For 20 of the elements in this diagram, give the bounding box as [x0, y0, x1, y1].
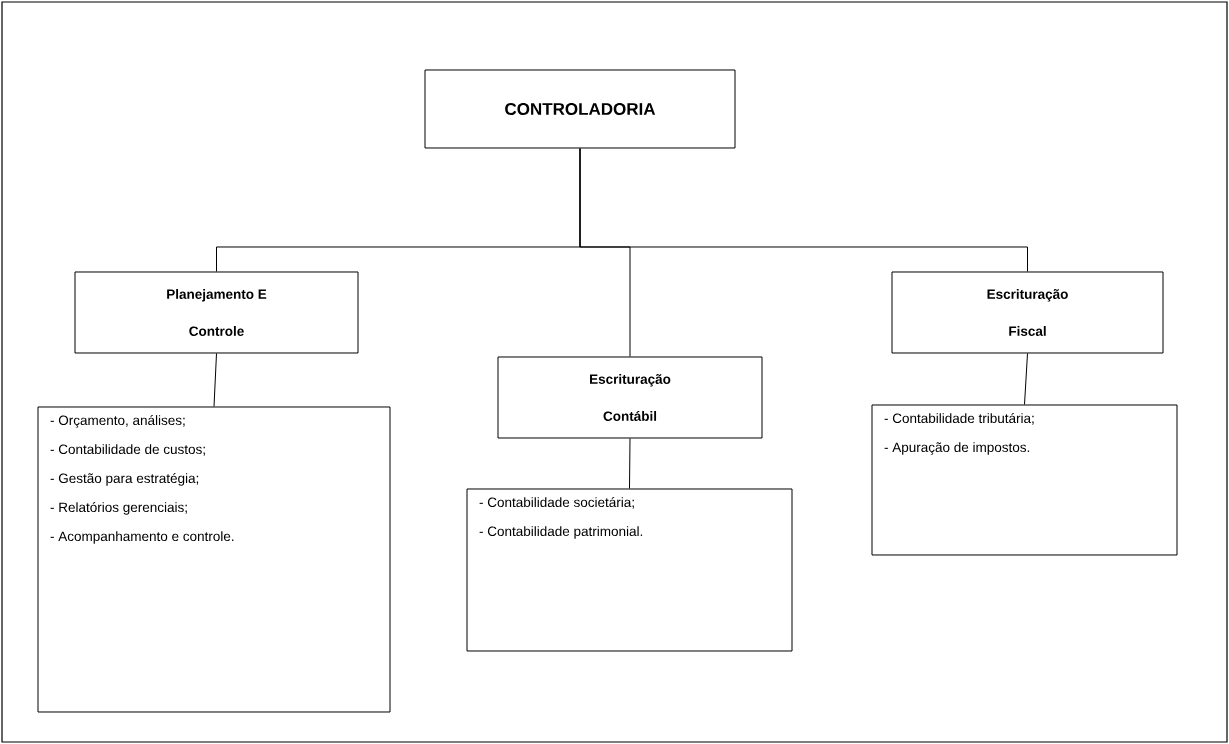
- list-item: - Relatórios gerenciais;: [50, 502, 187, 515]
- connector-line: [1024, 353, 1028, 405]
- list-item: - Contabilidade de custos;: [50, 444, 205, 456]
- list-item: - Contabilidade patrimonial.: [479, 526, 643, 539]
- list-item: - Apuração de impostos.: [884, 442, 1030, 455]
- list-item: - Orçamento, análises;: [50, 415, 185, 428]
- department-box: Escrituração Fiscal: [891, 271, 1164, 354]
- connector-line: [579, 148, 1028, 272]
- list-item: - Acompanhamento e controle.: [50, 531, 234, 544]
- connector-line: [629, 438, 631, 489]
- list-box: [871, 404, 1178, 556]
- connector-line: [213, 353, 217, 407]
- list-box: [466, 488, 793, 652]
- list-item: - Contabilidade tributária;: [884, 413, 1034, 425]
- title-box: CONTROLADORIA: [424, 69, 736, 149]
- department-box: Escrituração Contábil: [497, 356, 763, 439]
- department-box: Planejamento E Controle: [74, 271, 359, 354]
- list-box: [37, 406, 391, 713]
- list-item: - Contabilidade societária;: [479, 497, 634, 509]
- list-item: - Gestão para estratégia;: [50, 473, 199, 486]
